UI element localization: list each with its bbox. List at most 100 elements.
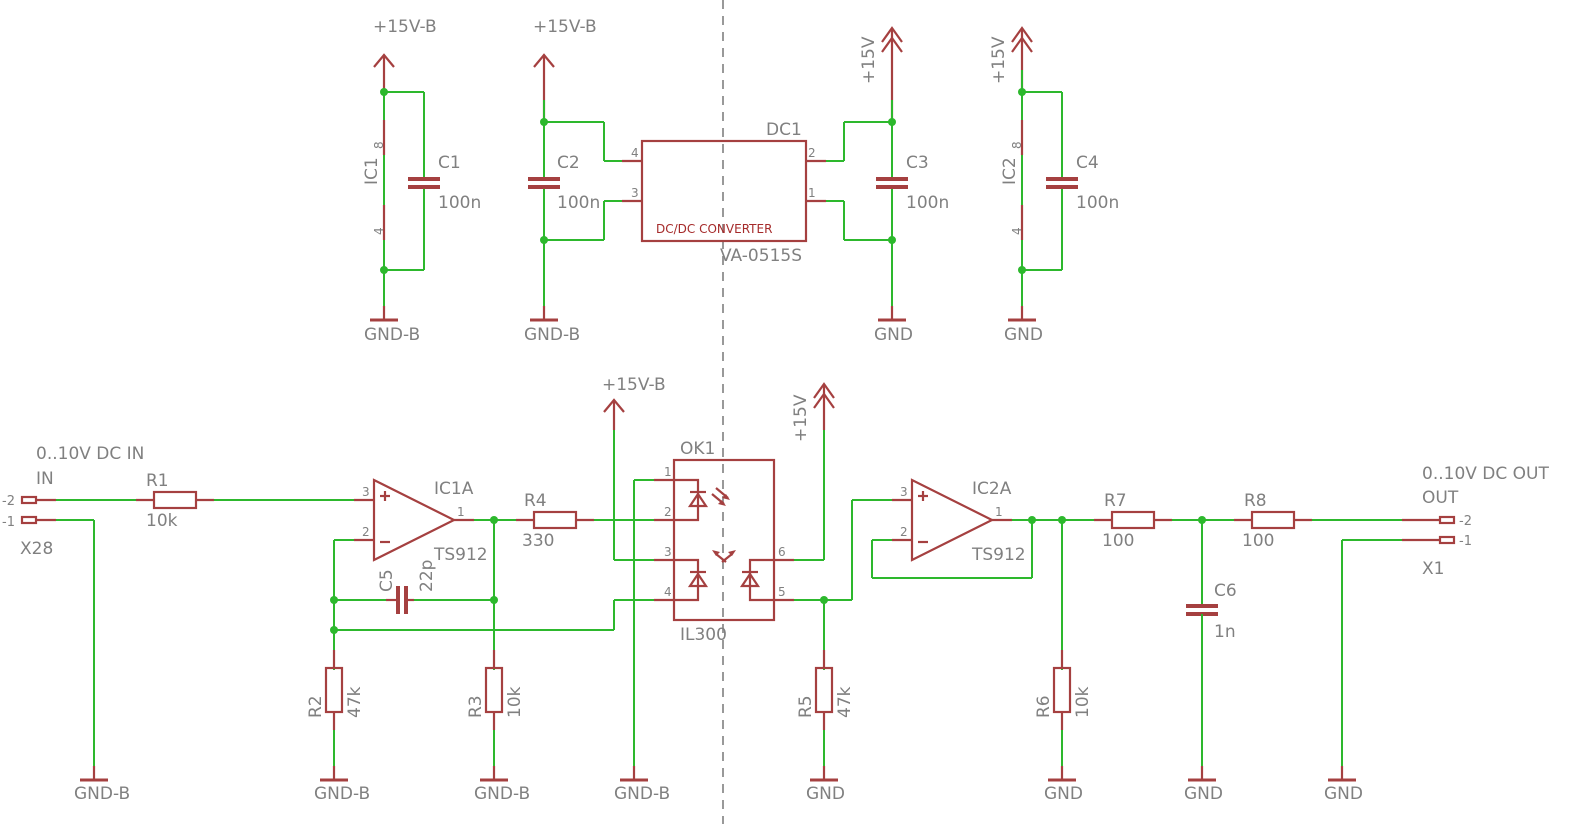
c6-value: 1n xyxy=(1214,622,1236,642)
pin-number: 2 xyxy=(808,146,816,160)
supply-arrow xyxy=(373,53,395,92)
ground-label: GND-B xyxy=(474,784,530,804)
converter-description: DC/DC CONVERTER xyxy=(656,222,772,236)
supply-label: +15V xyxy=(791,394,811,442)
c3-name: C3 xyxy=(906,153,929,173)
supply-label: +15V-B xyxy=(373,17,437,37)
pin-number: 1 xyxy=(457,505,465,519)
input-title: 0..10V DC IN xyxy=(36,444,144,464)
resistor-r2 xyxy=(324,650,344,730)
pin-number: 8 xyxy=(1010,141,1024,149)
ground-symbol xyxy=(80,766,108,782)
converter-value: VA-0515S xyxy=(720,246,802,266)
ground-symbol xyxy=(370,306,398,322)
pin-number: 1 xyxy=(808,186,816,200)
input-label: IN xyxy=(36,469,54,489)
capacitor-c6 xyxy=(1186,604,1218,616)
supply-label: +15V-B xyxy=(533,17,597,37)
supply-arrow xyxy=(603,398,625,430)
ground-label: GND xyxy=(874,325,913,345)
ground-label: GND-B xyxy=(614,784,670,804)
resistor-r5 xyxy=(814,650,834,730)
ground-label: GND xyxy=(1044,784,1083,804)
capacitor-c5 xyxy=(386,586,414,614)
pin-number: 2 xyxy=(362,525,370,539)
ic1a-name: IC1A xyxy=(434,479,474,499)
ic2-label: IC2 xyxy=(1000,157,1020,185)
pin-label: -2 xyxy=(1459,514,1472,529)
junction xyxy=(540,236,548,244)
pin-number: 4 xyxy=(372,227,386,235)
r5-value: 47k xyxy=(835,686,855,718)
converter-name: DC1 xyxy=(766,120,802,140)
junction xyxy=(490,596,498,604)
connector-name: X28 xyxy=(20,539,53,559)
c5-name: C5 xyxy=(377,569,397,592)
r4-name: R4 xyxy=(524,491,547,511)
pin-number: 3 xyxy=(900,485,908,499)
output-title: 0..10V DC OUT xyxy=(1422,464,1549,484)
c2-group: +15V-B C2 100n GND-B xyxy=(524,17,622,345)
r1-name: R1 xyxy=(146,471,169,491)
capacitor-c1 xyxy=(408,177,440,189)
pin-number: 4 xyxy=(1010,227,1024,235)
ground-label: GND-B xyxy=(364,325,420,345)
pin-number: 3 xyxy=(362,485,370,499)
connector-pin xyxy=(20,515,38,525)
ic2a-value: TS912 xyxy=(971,545,1026,565)
pin-number: 2 xyxy=(664,505,672,519)
pin-vout-p: +VOUT xyxy=(660,155,707,170)
supply-arrow-double xyxy=(813,382,835,430)
c3-group: +15V C3 100n GND xyxy=(826,26,949,345)
junction xyxy=(888,118,896,126)
c1-name: C1 xyxy=(438,153,461,173)
pin-vin-n: -VIN xyxy=(750,195,776,210)
dc-dc-converter: +VOUT -VOUT +VIN -VIN 4 3 2 1 DC/DC CONV… xyxy=(622,120,826,266)
opamp-ic1a xyxy=(354,478,474,562)
ground-symbol xyxy=(1008,306,1036,322)
junction xyxy=(1028,516,1036,524)
output-connector: -2 -1 0..10V DC OUT OUT X1 xyxy=(1402,464,1549,579)
r8-value: 100 xyxy=(1242,531,1274,551)
junction xyxy=(330,626,338,634)
capacitor-c2 xyxy=(528,177,560,189)
junction xyxy=(380,88,388,96)
r3-value: 10k xyxy=(505,686,525,718)
r1-value: 10k xyxy=(146,511,178,531)
r6-value: 10k xyxy=(1073,686,1093,718)
resistor-r3 xyxy=(484,650,504,730)
ground-symbol xyxy=(480,766,508,782)
junction xyxy=(540,118,548,126)
r3-name: R3 xyxy=(466,695,486,718)
ground-symbol xyxy=(810,766,838,782)
ground-label: GND xyxy=(1184,784,1223,804)
ground-label: GND-B xyxy=(314,784,370,804)
input-connector: 0..10V DC IN IN -2 -1 X28 xyxy=(2,444,144,559)
pin-number: 5 xyxy=(778,585,786,599)
ic2-power-group: +15V 8 4 IC2 C4 100n GND xyxy=(989,26,1119,345)
pin-vin-p: +VIN xyxy=(748,155,781,170)
resistor-r7 xyxy=(1094,510,1172,530)
ground-symbol xyxy=(620,766,648,782)
r5-name: R5 xyxy=(796,695,816,718)
ground-symbol xyxy=(1328,766,1356,782)
capacitor-c3 xyxy=(876,177,908,189)
ground-label: GND xyxy=(806,784,845,804)
capacitor-c4 xyxy=(1046,177,1078,189)
c6-name: C6 xyxy=(1214,581,1237,601)
ok1-value: IL300 xyxy=(680,625,727,645)
ground-label: GND xyxy=(1004,325,1043,345)
pin-number: 3 xyxy=(664,545,672,559)
connector-pin xyxy=(1438,515,1456,525)
junction xyxy=(1018,266,1026,274)
junction xyxy=(1018,88,1026,96)
c4-name: C4 xyxy=(1076,153,1099,173)
pin-number: 4 xyxy=(664,585,672,599)
ground-symbol xyxy=(878,306,906,322)
r8-name: R8 xyxy=(1244,491,1267,511)
ground-label: GND-B xyxy=(524,325,580,345)
resistor-r4 xyxy=(516,510,594,530)
ic1-power-group: +15V-B 8 4 IC1 C1 100n GND-B xyxy=(362,17,481,345)
ic1-label: IC1 xyxy=(362,157,382,185)
